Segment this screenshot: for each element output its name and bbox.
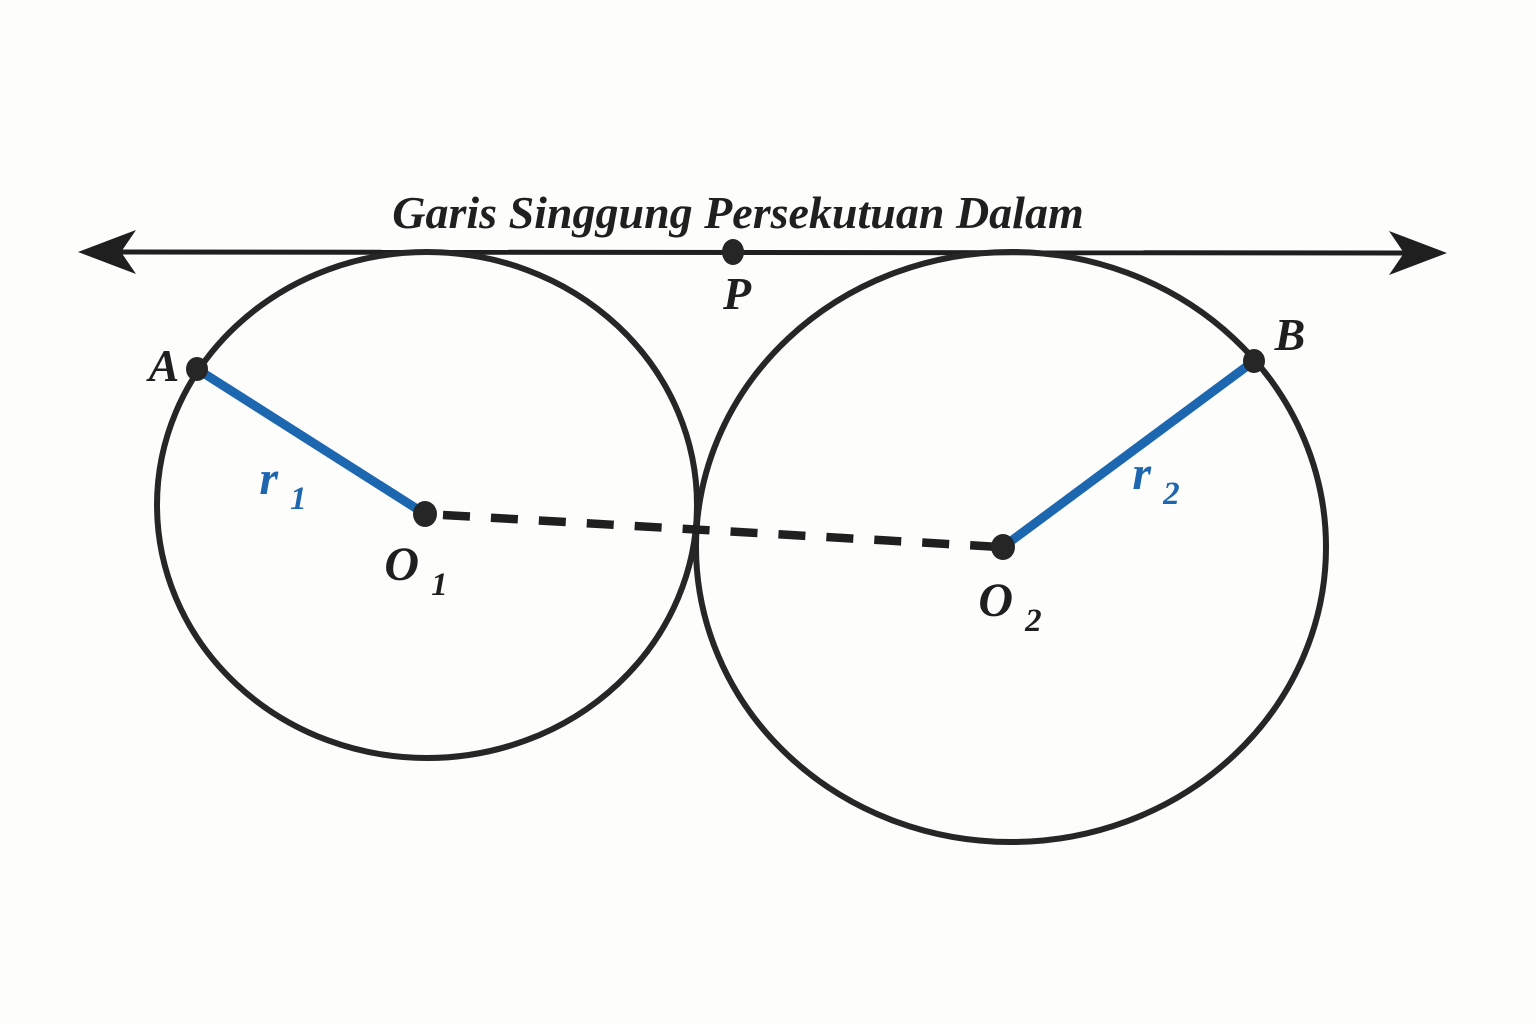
point-a-dot — [186, 357, 208, 381]
point-p-label: P — [722, 268, 752, 319]
center-o1-label-base: O — [384, 538, 419, 591]
center-o2-dot — [991, 534, 1015, 560]
figure-title: Garis Singgung Persekutuan Dalam — [392, 187, 1083, 238]
tangent-line — [91, 249, 1435, 256]
radius-r1-label: r 1 — [259, 452, 306, 517]
radius-r2-label: r 2 — [1132, 447, 1179, 512]
point-b-label: B — [1274, 309, 1306, 360]
radius-r2-line — [1000, 357, 1257, 551]
right-arrowhead-icon — [1389, 231, 1447, 275]
radius-r2-label-sub: 2 — [1162, 476, 1180, 512]
point-a-label: A — [146, 340, 180, 391]
point-b-dot — [1243, 349, 1265, 373]
center-o2-label-sub: 2 — [1024, 603, 1042, 639]
center-o1-dot — [413, 501, 437, 527]
center-o2-label-base: O — [978, 574, 1013, 627]
center-o1-label-sub: 1 — [431, 567, 448, 603]
right-circle — [693, 249, 1329, 845]
radius-r1-line — [194, 365, 428, 518]
center-o1-label: O 1 — [384, 538, 447, 603]
left-arrowhead-icon — [78, 230, 136, 274]
radius-r2-label-base: r — [1132, 447, 1152, 500]
radius-r1-label-base: r — [259, 452, 279, 505]
center-line-dashed — [442, 510, 1001, 552]
radius-r1-label-sub: 1 — [290, 481, 307, 517]
point-p-dot — [722, 239, 744, 265]
center-o2-label: O 2 — [978, 574, 1041, 639]
